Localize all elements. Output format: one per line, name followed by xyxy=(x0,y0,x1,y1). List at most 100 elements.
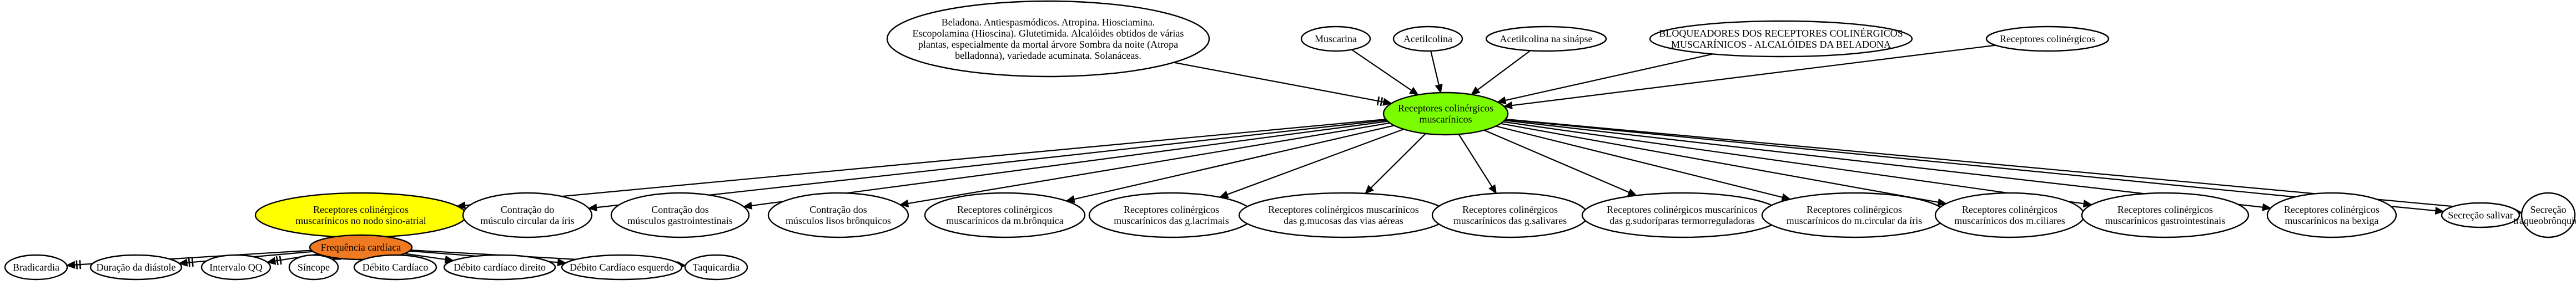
edge-line xyxy=(1226,128,1404,195)
node-secrecao-traqueo[interactable]: Secreçãotraqueobrônquica xyxy=(2513,192,2576,238)
node-label-line: muscarínicos da m.brônquica xyxy=(946,215,1063,226)
edge-rec_colinergicos-to-center xyxy=(1503,44,1996,110)
edge-arrowhead xyxy=(557,258,567,267)
node-ellipse xyxy=(1985,26,2110,52)
node-label-line: plantas, especialmente da mortal árvore … xyxy=(918,39,1178,50)
edge-line xyxy=(1511,44,1996,106)
node-label-line: Duração da diástole xyxy=(97,262,176,273)
node-ellipse xyxy=(767,192,909,238)
node-bloqueadores[interactable]: BLOQUEADORES DOS RECEPTORES COLINÉRGICOS… xyxy=(1649,20,1913,58)
node-ellipse xyxy=(1485,26,1607,52)
node-acetilcolina[interactable]: Acetilcolina xyxy=(1392,26,1463,52)
node-sincope[interactable]: Síncope xyxy=(288,254,339,281)
node-ellipse xyxy=(443,254,556,281)
edge-acetil_sinapse-to-center xyxy=(1470,50,1531,95)
node-ellipse xyxy=(886,0,1210,78)
node-debito-direito[interactable]: Débito cardíaco direito xyxy=(443,254,556,281)
edge-arrowhead xyxy=(2082,200,2093,208)
node-ellipse xyxy=(2520,192,2576,238)
edge-inhibition-bar xyxy=(1376,96,1380,106)
edge-center-to-m_bronquica xyxy=(1065,125,1395,203)
node-label-line: Receptores colinérgicos xyxy=(1462,204,1558,215)
node-secrecao-salivar[interactable]: Secreção salivar xyxy=(2441,202,2520,228)
node-label-line: BLOQUEADORES DOS RECEPTORES COLINÉRGICOS xyxy=(1659,27,1903,39)
node-label-line: Frequência cardíaca xyxy=(321,242,401,253)
edge-arrowhead xyxy=(1470,86,1481,95)
node-label-line: das g.sudoríparas termorreguladoras xyxy=(1609,215,1754,226)
edge-arrowhead xyxy=(1503,101,1513,110)
node-label-line: Receptores colinérgicos xyxy=(1807,204,1902,215)
edge-arrowhead xyxy=(1408,86,1419,96)
node-ellipse xyxy=(2441,202,2520,228)
node-bradicardia[interactable]: Bradicardia xyxy=(4,254,68,281)
node-label-line: Secreção salivar xyxy=(2448,210,2513,221)
node-ellipse xyxy=(353,254,437,281)
node-label-line: traqueobrônquica xyxy=(2513,215,2576,226)
edge-arrowhead xyxy=(1364,185,1374,195)
edge-line xyxy=(1430,50,1440,85)
edge-line xyxy=(1496,125,1783,198)
edge-line xyxy=(1500,123,1939,203)
node-ellipse xyxy=(200,254,271,281)
edge-center-to-bronquicos xyxy=(899,122,1390,207)
nodes-layer: Beladona. Antiespasmódicos. Atropina. Hi… xyxy=(4,0,2576,281)
edge-center-to-g_lacrimais xyxy=(1219,128,1404,199)
node-label-line: Muscarina xyxy=(1315,33,1357,44)
node-label-line: Receptores colinérgicos xyxy=(2000,33,2095,44)
node-label-line: Receptores colinérgicos xyxy=(313,204,409,215)
node-vias-aereas[interactable]: Receptores colinérgicos muscarínicosdas … xyxy=(1238,192,1449,238)
node-taquicardia[interactable]: Taquicardia xyxy=(684,254,748,281)
node-label-line: Receptores colinérgicos muscarínicos xyxy=(1268,204,1419,215)
node-diastole[interactable]: Duração da diástole xyxy=(89,254,183,281)
node-qq[interactable]: Intervalo QQ xyxy=(200,254,271,281)
node-label-line: Secreção xyxy=(2530,204,2567,215)
edge-arrowhead xyxy=(1382,98,1392,106)
node-label-line: Contração dos xyxy=(651,204,708,215)
node-sudoriparas[interactable]: Receptores colinérgicos muscarínicosdas … xyxy=(1581,192,1783,238)
node-ellipse xyxy=(684,254,748,281)
node-label-line: Intervalo QQ xyxy=(209,262,262,273)
node-acetil-sinapse[interactable]: Acetilcolina na sinápse xyxy=(1485,26,1607,52)
edge-line xyxy=(1458,134,1493,187)
node-ellipse xyxy=(2266,192,2397,238)
node-label-line: Receptores colinérgicos muscarínicos xyxy=(1607,204,1758,215)
node-label-line: Receptores colinérgicos xyxy=(1962,204,2057,215)
node-debito-esquerdo[interactable]: Débito Cardíaco esquerdo xyxy=(561,254,683,281)
node-label-line: belladonna), variedade acuminata. Solaná… xyxy=(955,50,1141,62)
node-freq-cardiaca[interactable]: Frequência cardíaca xyxy=(309,234,413,261)
node-ellipse xyxy=(1382,91,1509,136)
node-label-line: muscarínicos no nodo sino-atrial xyxy=(295,215,426,226)
edge-arrowhead xyxy=(1627,189,1638,196)
node-label-line: Receptores colinérgicos xyxy=(957,204,1053,215)
node-ellipse xyxy=(89,254,183,281)
edge-line xyxy=(1351,49,1412,91)
edge-line xyxy=(1074,125,1395,200)
edge-arrowhead xyxy=(1435,84,1443,94)
edge-center-to-gastro xyxy=(742,120,1388,210)
node-muscarina[interactable]: Muscarina xyxy=(1300,26,1371,52)
edge-arrowhead xyxy=(587,203,597,212)
edge-line xyxy=(1505,53,1713,101)
node-rec-colinergicos[interactable]: Receptores colinérgicos xyxy=(1985,26,2110,52)
node-label-line: Beladona. Antiespasmódicos. Atropina. Hi… xyxy=(942,17,1155,28)
node-debito[interactable]: Débito Cardíaco xyxy=(353,254,437,281)
node-belladona[interactable]: Beladona. Antiespasmódicos. Atropina. Hi… xyxy=(886,0,1210,78)
node-label-line: muscarínicos das g.lacrimais xyxy=(1114,215,1229,226)
node-label-line: Receptores colinérgicos xyxy=(1124,204,1219,215)
edge-center-to-m_circular_iris xyxy=(1496,125,1792,201)
node-ellipse xyxy=(4,254,68,281)
edge-center-to-salivares xyxy=(1458,134,1497,195)
node-ellipse xyxy=(561,254,683,281)
